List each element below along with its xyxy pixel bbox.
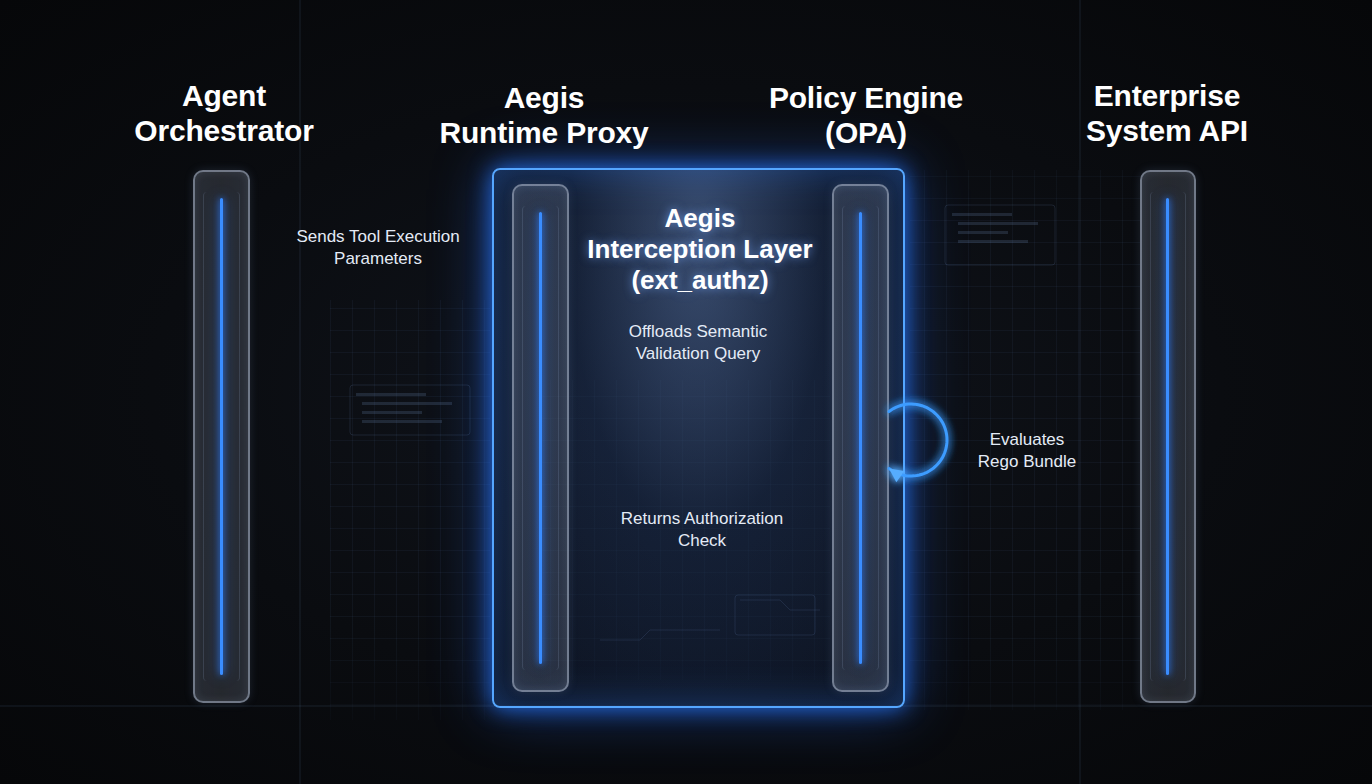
text-line: Parameters xyxy=(258,248,498,270)
self-loop-arrow xyxy=(889,404,947,476)
text-line: Returns Authorization xyxy=(572,508,832,530)
message-arrow xyxy=(577,562,824,565)
grid-texture xyxy=(330,300,490,720)
text-line: Policy Engine xyxy=(726,80,1006,115)
edge-label: Sends Tool Execution Parameters xyxy=(258,226,498,270)
column-header: Enterprise System API xyxy=(1027,78,1307,148)
message-arrow xyxy=(258,280,504,283)
edge-label: Evaluates Rego Bundle xyxy=(967,429,1087,473)
interception-panel: Aegis Interception Layer (ext_authz)Aegi… xyxy=(492,168,905,708)
text-line: (ext_authz) xyxy=(550,265,850,296)
edge-label: Offloads Semantic Validation Query xyxy=(578,321,818,365)
text-line: Interception Layer xyxy=(550,234,850,265)
text-line: Sends Tool Execution xyxy=(258,226,498,248)
text-line: Aegis xyxy=(550,203,850,234)
text-line: Check xyxy=(572,530,832,552)
lifeline-bar: Aegis Runtime Proxy xyxy=(512,184,569,692)
text-line: (OPA) xyxy=(726,115,1006,150)
message-arrow xyxy=(577,376,824,379)
text-line: Evaluates xyxy=(967,429,1087,451)
text-line: Orchestrator xyxy=(104,113,344,148)
column-header: Aegis Runtime Proxy xyxy=(404,80,684,150)
text-line: Validation Query xyxy=(578,343,818,365)
text-line: Rego Bundle xyxy=(967,451,1087,473)
text-line: Offloads Semantic xyxy=(578,321,818,343)
lifeline-bar: Agent Orchestrator xyxy=(193,170,250,703)
panel-title: Aegis Interception Layer (ext_authz) xyxy=(550,203,850,296)
message-arrow xyxy=(895,280,1134,283)
text-line: Agent xyxy=(104,78,344,113)
lifeline-bar: Enterprise System API xyxy=(1140,170,1196,703)
grid-texture xyxy=(910,170,1140,710)
text-line: System API xyxy=(1027,113,1307,148)
column-header: Agent Orchestrator xyxy=(104,78,344,148)
text-line: Runtime Proxy xyxy=(404,115,684,150)
text-line: Enterprise xyxy=(1027,78,1307,113)
column-header: Policy Engine (OPA) xyxy=(726,80,1006,150)
text-line: Aegis xyxy=(404,80,684,115)
message-arrow xyxy=(258,606,504,609)
edge-label: Returns Authorization Check xyxy=(572,508,832,552)
lifeline-bar: Policy Engine (OPA) xyxy=(832,184,889,692)
